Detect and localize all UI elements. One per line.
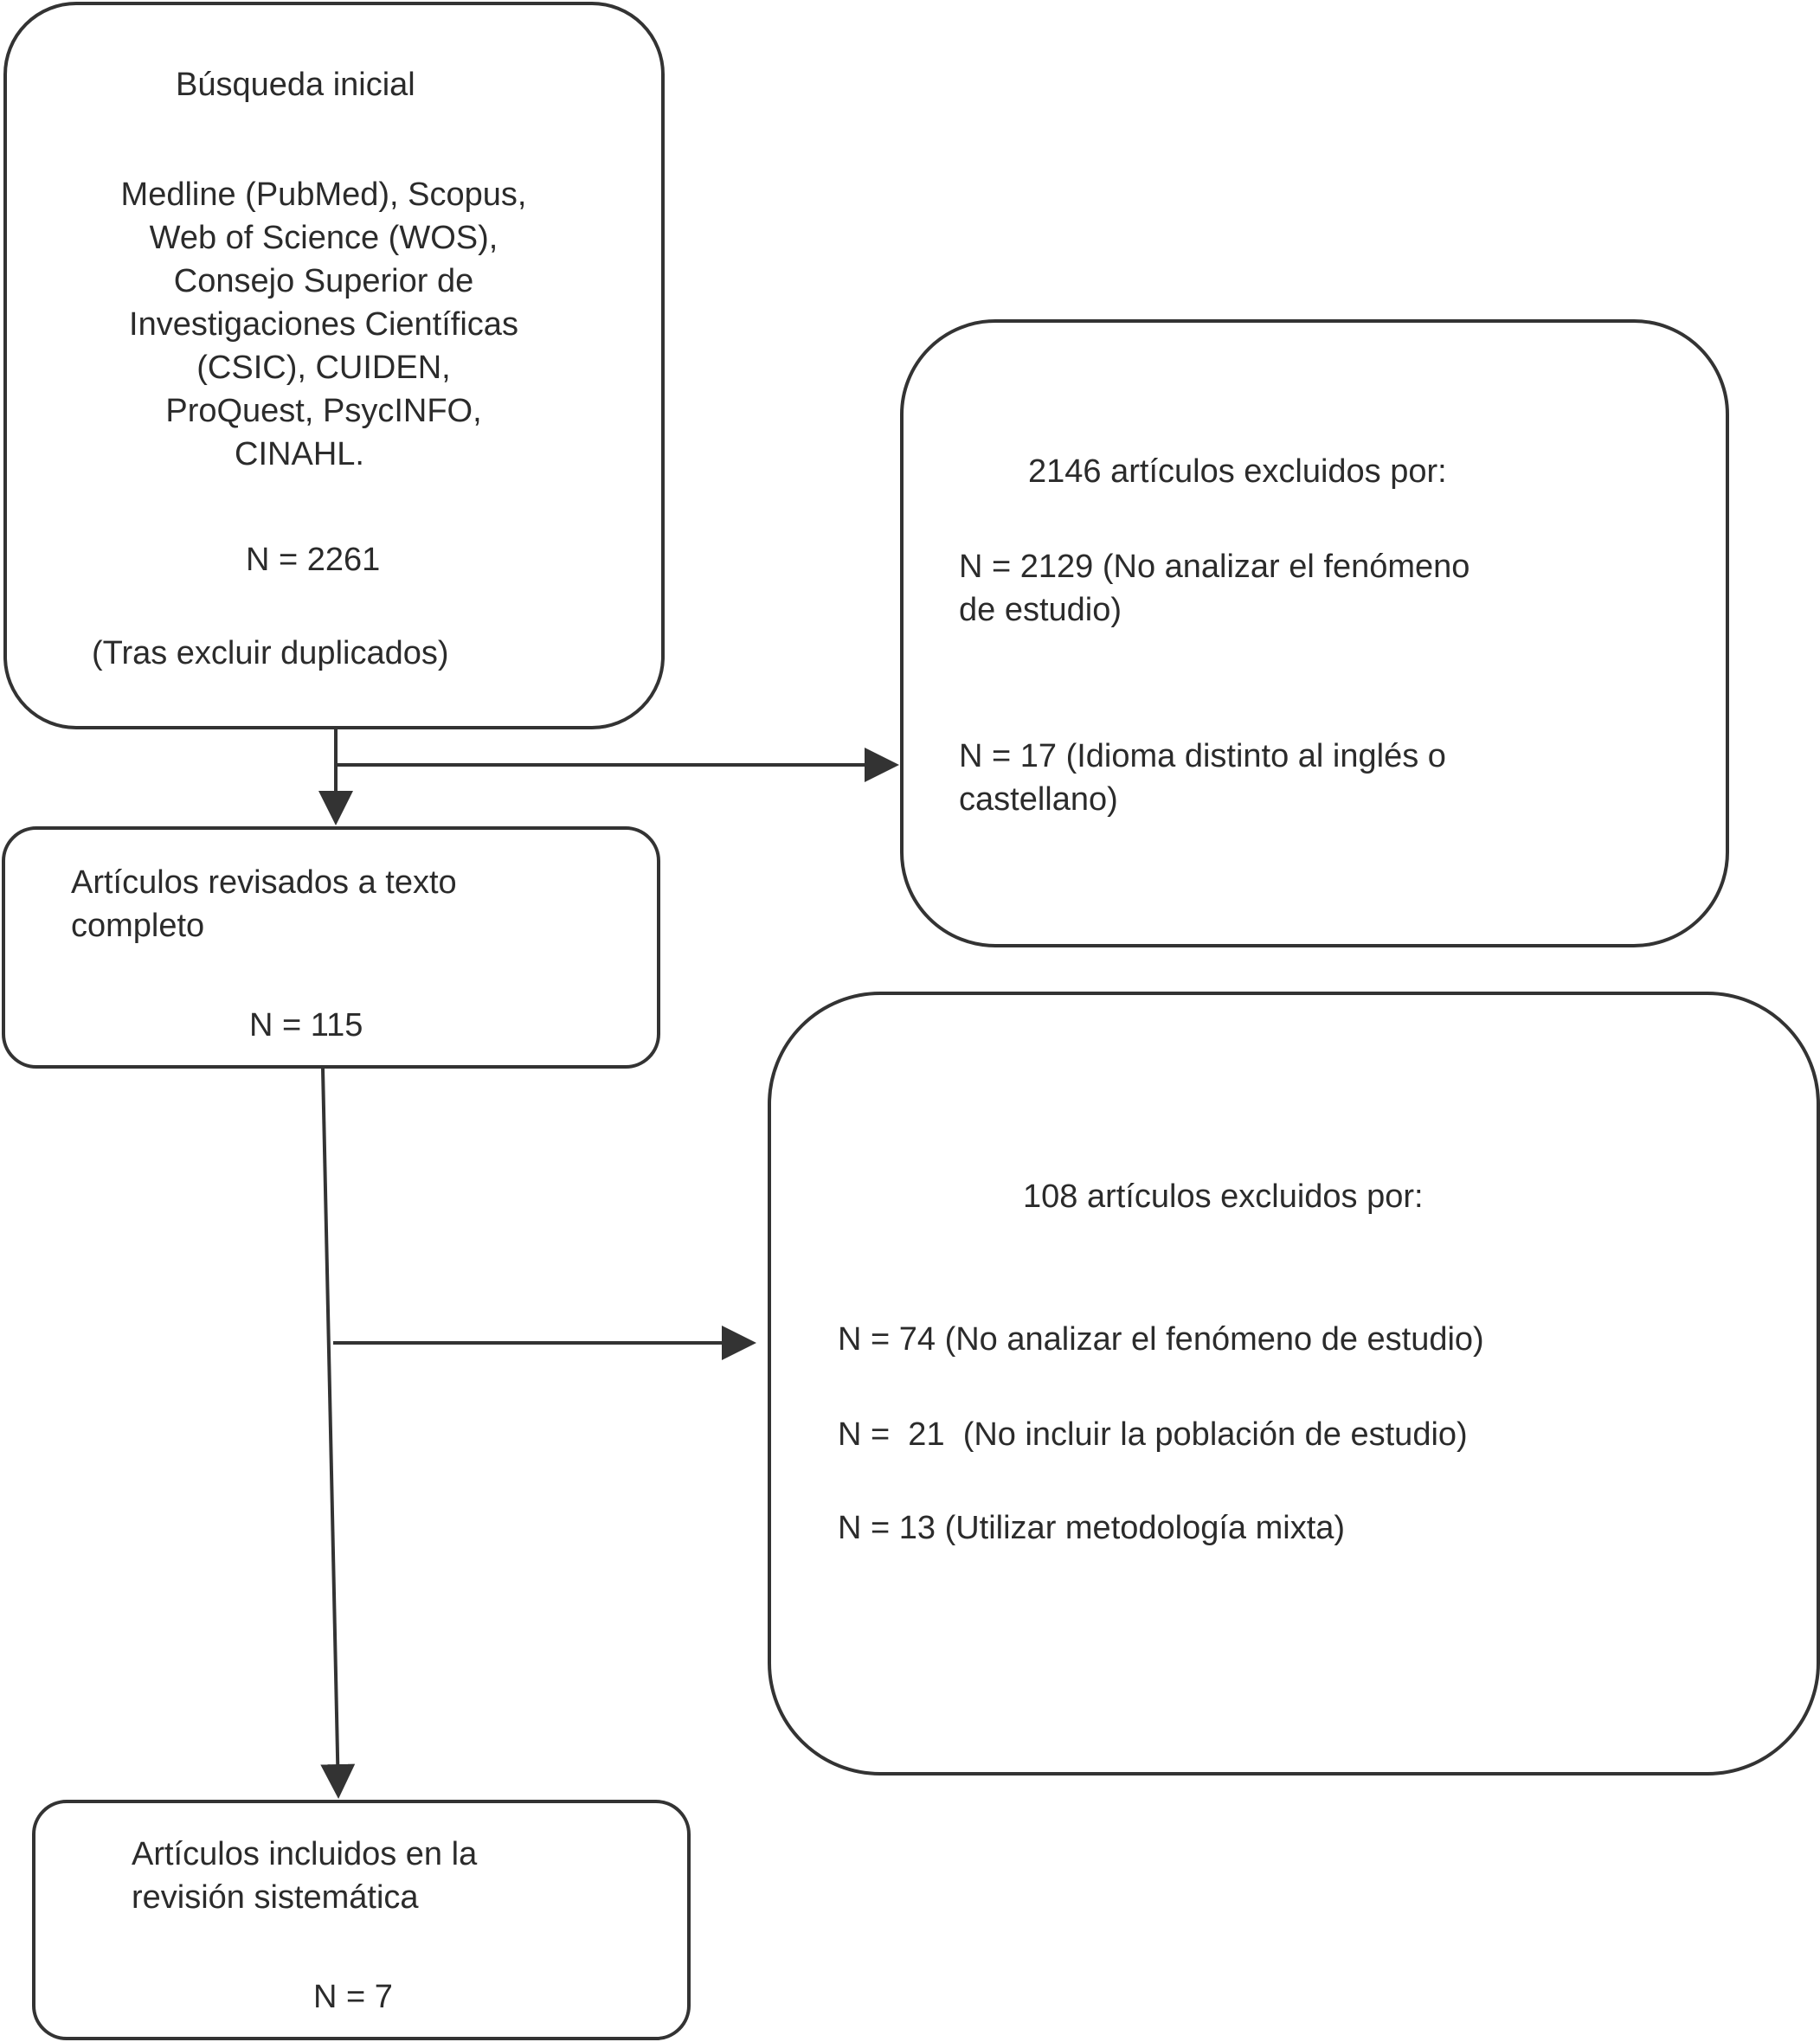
included-label: Artículos incluidos en la revisión siste…	[132, 1836, 478, 1916]
excluded-first-title: 2146 artículos excluidos por:	[1028, 453, 1447, 490]
full-text-review-box	[2, 826, 660, 1069]
excluded-first-reason: N = 17 (Idioma distinto al inglés o cast…	[959, 738, 1446, 818]
excluded-second-reason: N = 74 (No analizar el fenómeno de estud…	[838, 1321, 1484, 1358]
database-line: Consejo Superior de	[173, 263, 474, 299]
excluded-second-reason: N = 21 (No incluir la población de estud…	[838, 1416, 1468, 1453]
database-line: CINAHL.	[235, 436, 364, 472]
full-text-review-label: Artículos revisados a texto completo	[71, 864, 457, 944]
database-list: Medline (PubMed), Scopus, Web of Science…	[99, 173, 549, 476]
database-line: ProQuest, PsycINFO,	[165, 393, 482, 429]
excluded-first-reason: N = 2129 (No analizar el fenómeno de est…	[959, 549, 1470, 628]
excluded-second-box	[768, 992, 1820, 1776]
excluded-first-box	[900, 319, 1729, 947]
database-line: Web of Science (WOS),	[149, 220, 498, 256]
excluded-second-title: 108 artículos excluidos por:	[1023, 1178, 1424, 1215]
database-line: Medline (PubMed), Scopus,	[120, 177, 527, 213]
included-box	[32, 1800, 691, 2040]
initial-search-box	[3, 2, 665, 729]
initial-search-count: N = 2261	[246, 542, 381, 578]
database-line: (CSIC), CUIDEN,	[196, 350, 451, 386]
full-text-review-count: N = 115	[249, 1007, 363, 1043]
database-line: Investigaciones Científicas	[129, 306, 518, 343]
included-count: N = 7	[313, 1979, 393, 2015]
initial-search-title: Búsqueda inicial	[176, 67, 415, 103]
excluded-second-reason: N = 13 (Utilizar metodología mixta)	[838, 1510, 1346, 1546]
arrow-fulltext-to-included	[320, 1068, 356, 1799]
initial-search-note: (Tras excluir duplicados)	[92, 635, 449, 671]
